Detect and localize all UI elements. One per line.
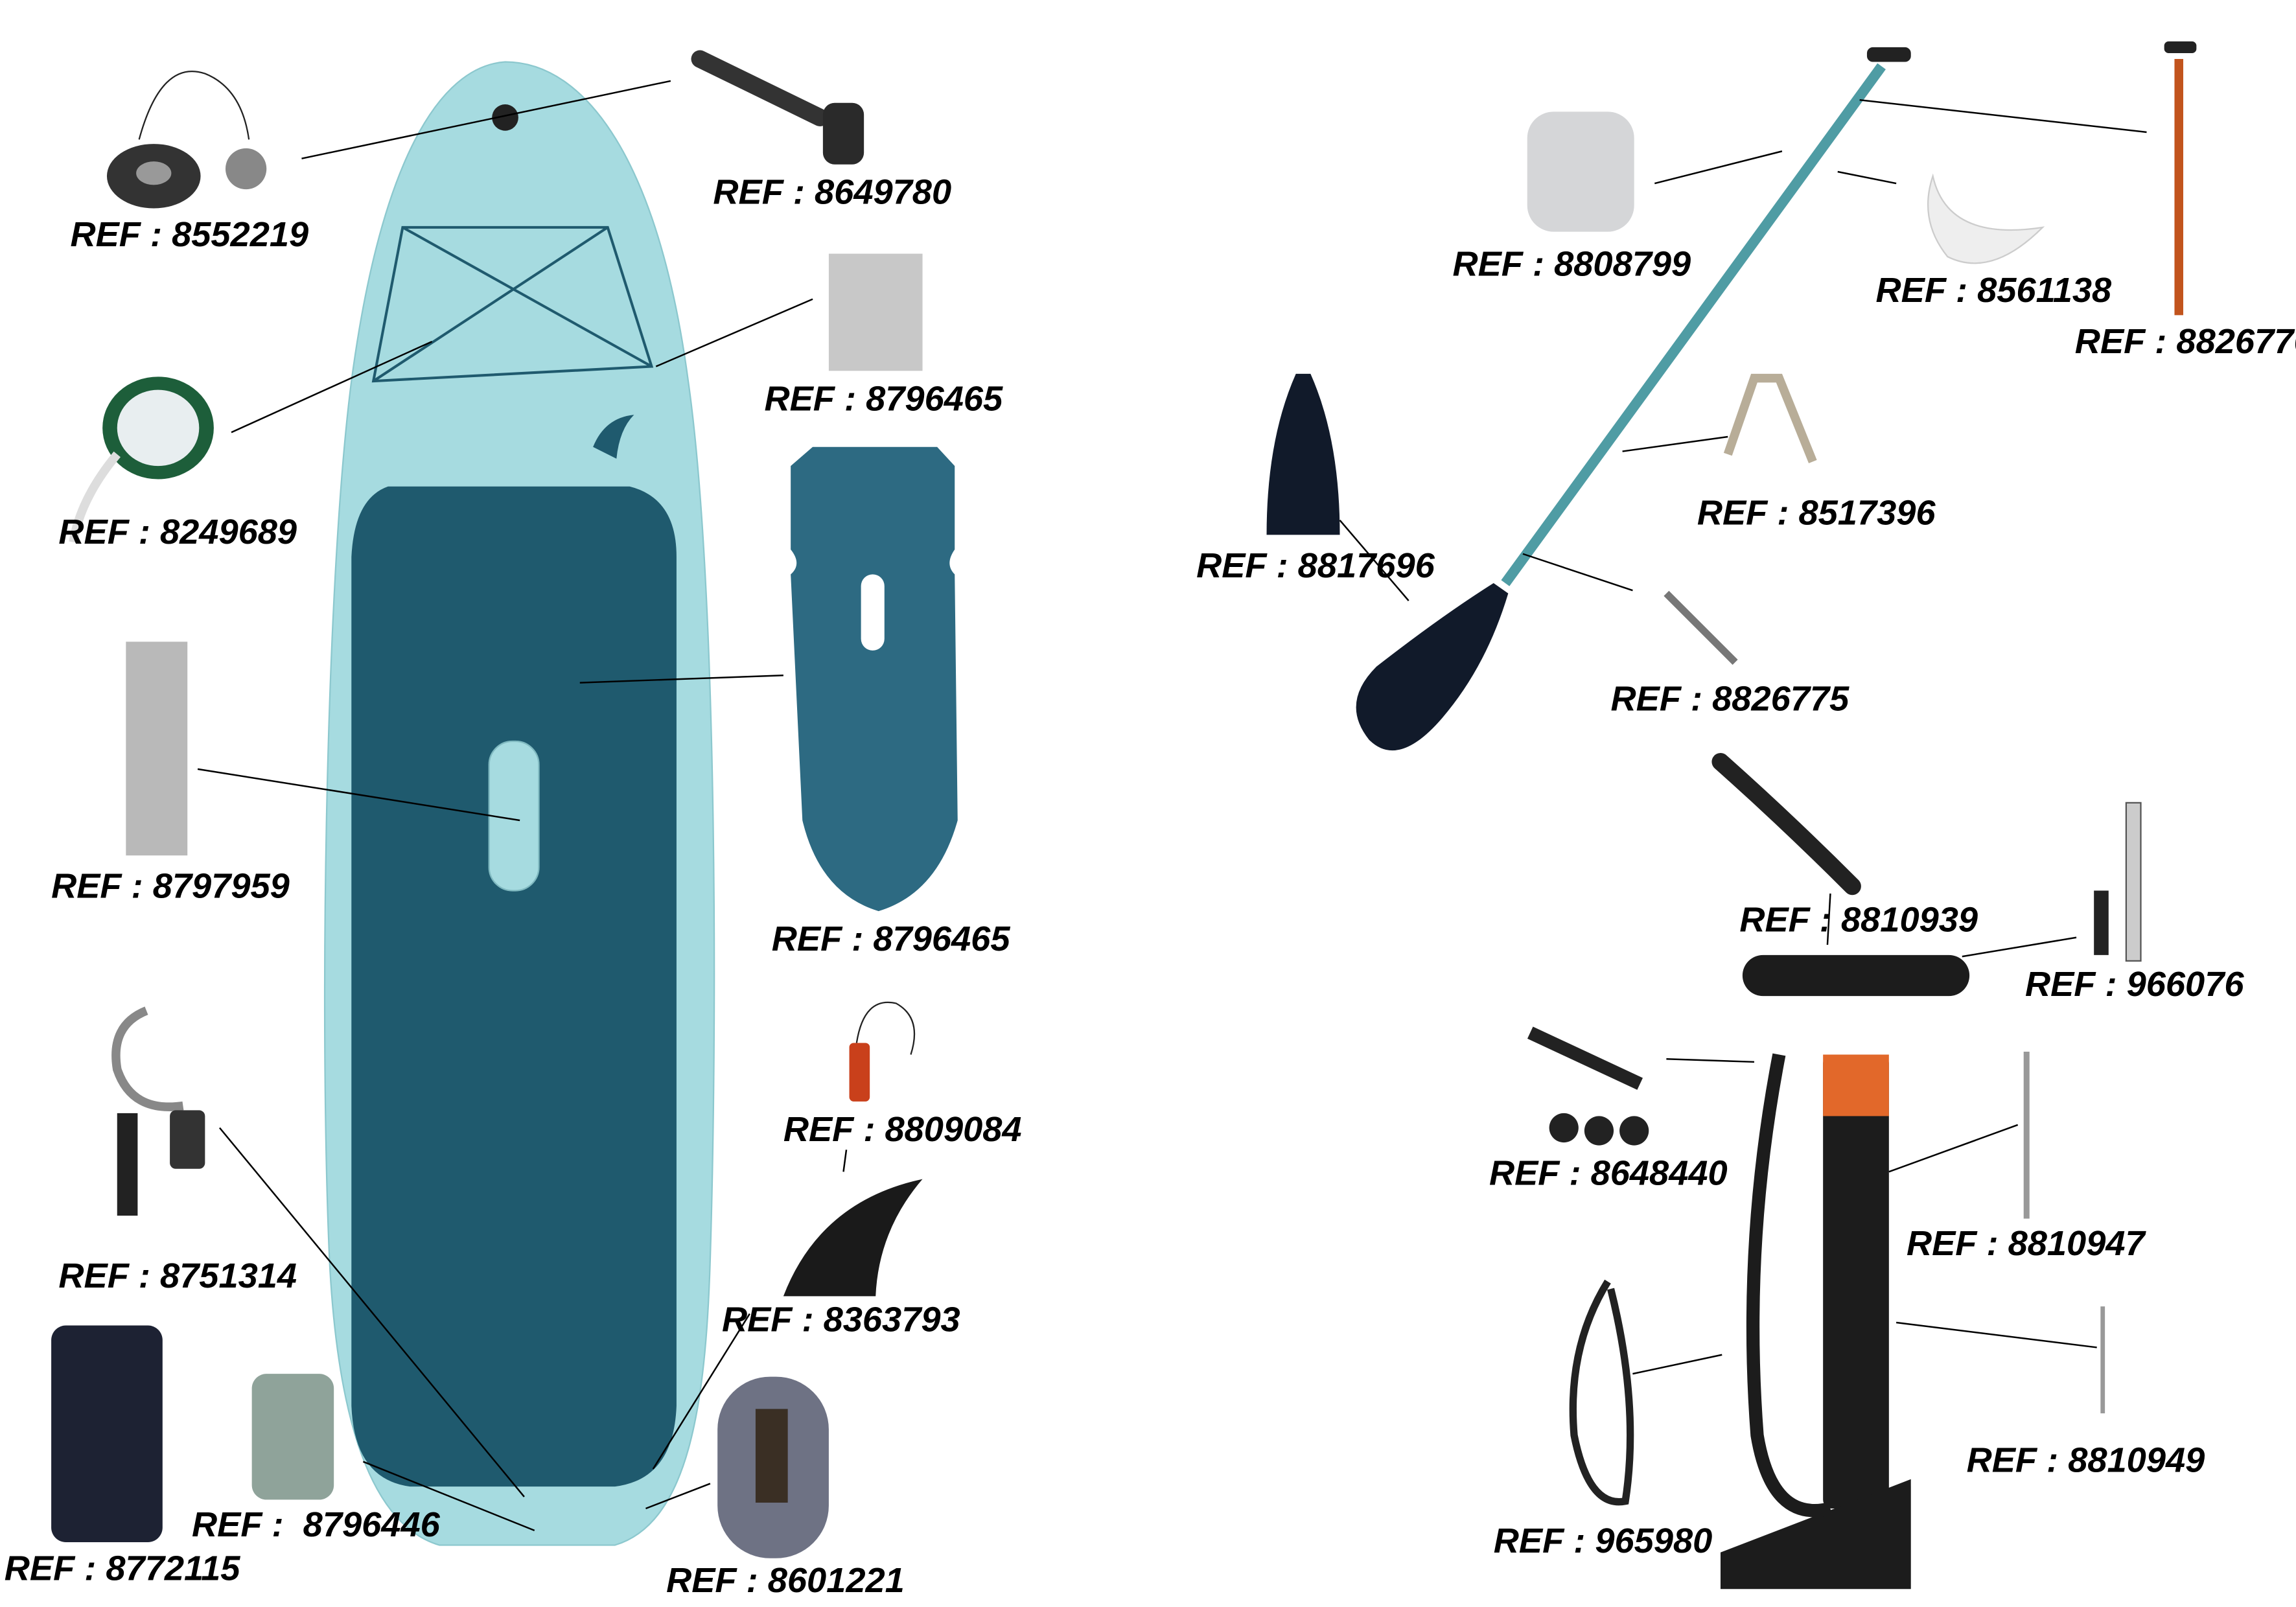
fin-box-image (717, 1376, 829, 1558)
ref-label-pump-pin: REF : 8810949 (1967, 1440, 2205, 1479)
pump-image (1720, 954, 1970, 1590)
ref-label-valve-adapters: REF : 8648440 (1489, 1154, 1728, 1193)
ref-label-valve-key: REF : 8649780 (713, 173, 951, 212)
fin-image (783, 1179, 923, 1297)
ref-label-leash-attachment: REF : 8809084 (783, 1110, 1022, 1149)
backpack-image (51, 1325, 163, 1542)
carry-handle-image (126, 642, 188, 856)
paddle-handle-shaft-image (2164, 41, 2197, 316)
ref-label-spring-clip: REF : 8517396 (1697, 494, 1936, 533)
paddle-blade-image (1266, 373, 1340, 535)
valve-key-image (691, 50, 864, 165)
ref-label-bungee-cord: REF : 8249689 (58, 513, 297, 551)
ref-label-fin: REF : 8363793 (722, 1301, 960, 1339)
ref-label-pump-piston-kit: REF : 966076 (2025, 965, 2244, 1004)
ref-label-paddle-blade: REF : 8817696 (1196, 546, 1435, 585)
leader-lines (197, 80, 2147, 1532)
ref-label-valve: REF : 8552219 (70, 215, 308, 254)
ref-label-deck-pad: REF : 8796465 (772, 919, 1011, 958)
valve-adapters-image (1527, 1026, 1649, 1146)
pump-piston-kit-image (2094, 802, 2142, 962)
ref-label-repair-patch: REF : 8796446 (192, 1505, 441, 1544)
repair-patch-image (251, 1374, 334, 1500)
deck-pad-part (791, 446, 958, 912)
valve-image (106, 71, 267, 209)
ref-label-carry-handle: REF : 8797959 (51, 867, 290, 906)
ref-label-leash: REF : 8751314 (58, 1256, 297, 1295)
bungee-cord-image (69, 376, 214, 543)
ref-label-pump-handle: REF : 8810939 (1739, 901, 1978, 940)
ref-label-blade-pin: REF : 8826775 (1611, 680, 1850, 719)
pump-hose-image (1569, 1279, 1634, 1506)
paddle-image (1356, 47, 1911, 751)
ref-label-paddle-clamp: REF : 8808799 (1452, 244, 1691, 283)
ref-label-t-grip: REF : 8561138 (1876, 271, 2113, 310)
paddle-board (323, 61, 715, 1546)
blade-pin-image (1664, 590, 1738, 665)
ref-label-d-ring: REF : 8796465 (764, 379, 1003, 418)
d-ring-image (828, 253, 923, 371)
t-grip-image (1927, 173, 2045, 264)
ref-label-pump-rod: REF : 8810947 (1907, 1224, 2147, 1263)
paddle-clamp-image (1527, 111, 1634, 232)
pump-handle-image (1711, 753, 1861, 896)
ref-label-paddle-handle-shaft: REF : 8826776 (2075, 322, 2296, 361)
ref-label-pump-hose: REF : 965980 (1494, 1521, 1713, 1560)
ref-label-fin-box: REF : 8601221 (666, 1561, 905, 1600)
leash-attachment-image (849, 1001, 916, 1102)
leash-image (111, 1006, 205, 1216)
spring-clip-image (1723, 373, 1817, 463)
ref-label-backpack: REF : 8772115 (5, 1549, 241, 1588)
